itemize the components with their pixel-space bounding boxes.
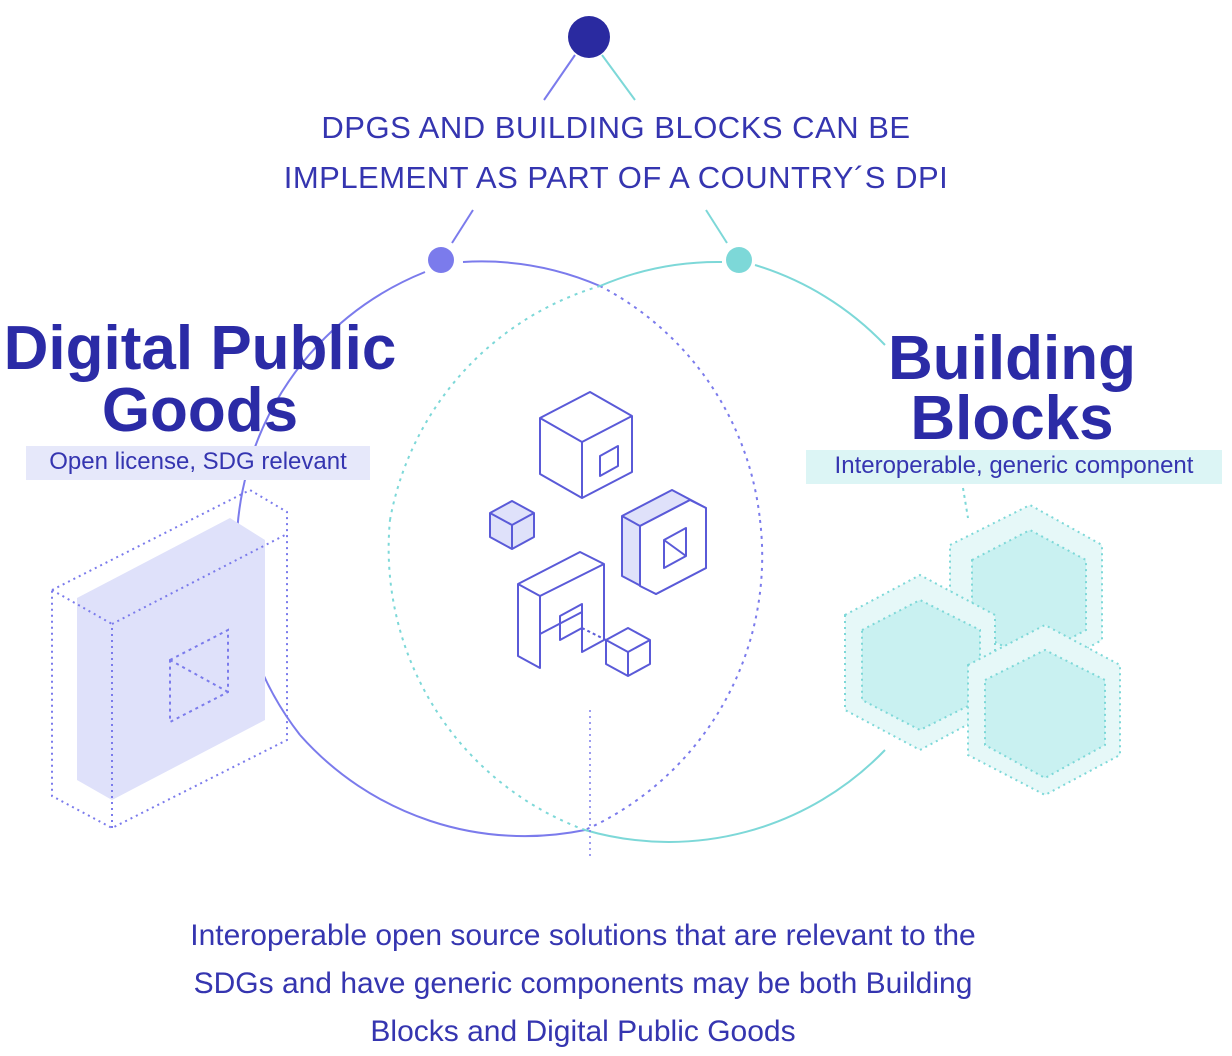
caption-line-3: Blocks and Digital Public Goods [370, 1015, 796, 1048]
headline-line-1: DPGS AND BUILDING BLOCKS CAN BE [321, 110, 911, 145]
connector-line [705, 209, 728, 244]
bb-title-line-1: Building [888, 324, 1136, 393]
dpg-subtitle: Open license, SDG relevant [26, 446, 370, 480]
connector-line [543, 54, 576, 101]
bb-subtitle: Interoperable, generic component [806, 450, 1222, 484]
bb-circle [387, 260, 886, 843]
dpg-title-line-2: Goods [101, 376, 299, 445]
bb-node [726, 247, 752, 273]
connector-line [451, 209, 474, 244]
dpg-title-line-1: Digital Public [3, 314, 397, 383]
bb-cubes-icon [844, 503, 1121, 797]
top-node [568, 16, 610, 58]
caption-line-1: Interoperable open source solutions that… [190, 919, 976, 952]
dpg-node [428, 247, 454, 273]
bb-title-line-2: Blocks [910, 384, 1114, 453]
caption-line-2: SDGs and have generic components may be … [193, 967, 973, 1000]
headline-line-2: IMPLEMENT AS PART OF A COUNTRY´S DPI [283, 160, 949, 195]
center-cubes-icon [489, 391, 707, 677]
dpg-slab-icon [51, 488, 288, 830]
connector-line [601, 54, 636, 101]
bb-pointer-line [962, 487, 969, 519]
